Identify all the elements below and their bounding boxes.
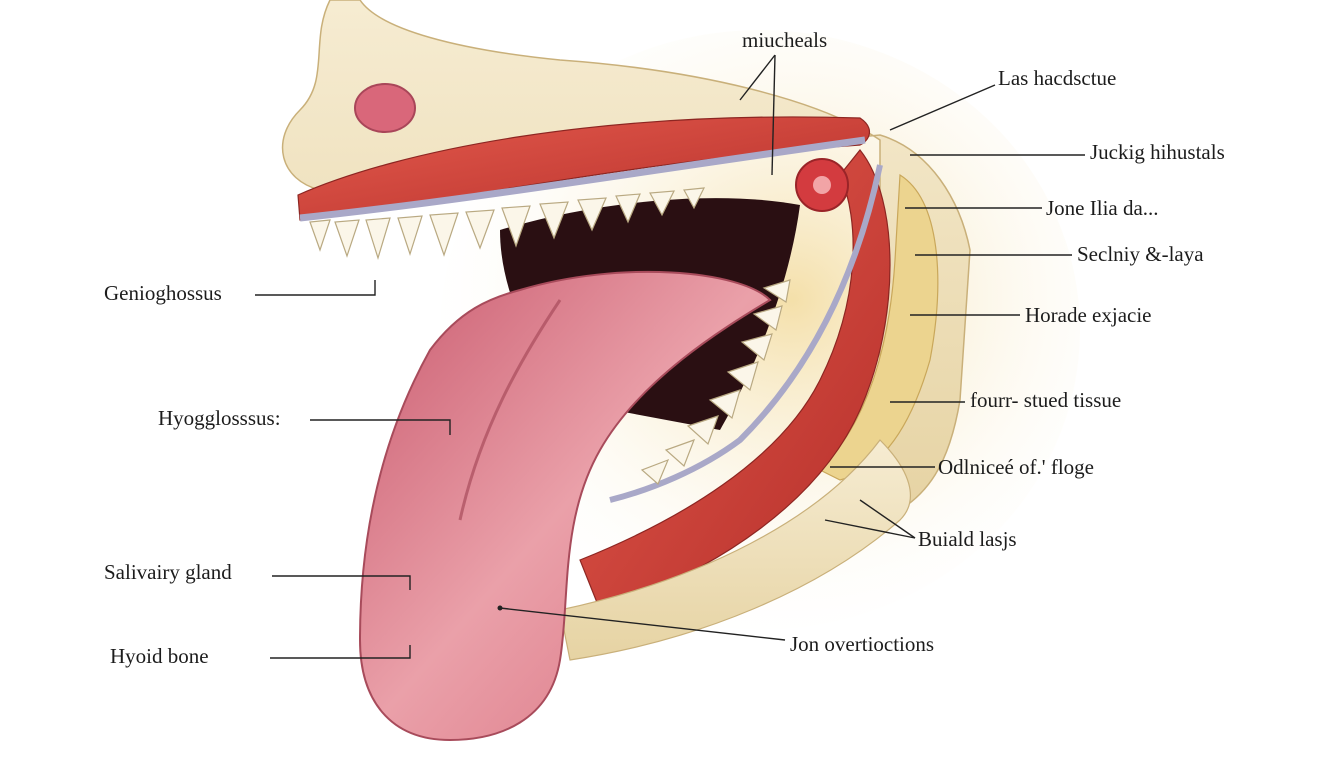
label-left-4: Hyoid bone: [110, 644, 209, 668]
tongue-groove: [458, 299, 562, 521]
upper-teeth: [309, 187, 706, 261]
label-right-9: Jon overtioctions: [790, 632, 935, 656]
label-left-3: Salivairy gland: [104, 560, 232, 584]
eye-socket: [354, 83, 416, 133]
tongue: [358, 270, 772, 742]
lower-jaw-bone: [559, 439, 911, 661]
leader-lines: [255, 54, 1085, 659]
label-right-2: Juckig hihustals: [1090, 140, 1225, 164]
label-left-1: Genioghossus: [104, 281, 222, 305]
label-top-center: miucheals: [742, 28, 828, 52]
label-right-3: Jone Ilia da...: [1046, 196, 1159, 220]
label-right-4: Seclniy &-laya: [1077, 242, 1204, 266]
label-right-7: Odlniceé of.' floge: [938, 455, 1094, 479]
label-left-2: Hyogglosssus:: [158, 406, 281, 430]
label-right-8: Buiald lasjs: [918, 527, 1017, 551]
pointer-dot: [497, 605, 503, 611]
round-gland-center: [813, 176, 831, 194]
right-membrane: [609, 164, 883, 503]
lower-teeth: [640, 279, 791, 486]
label-right-6: fourr- stued tissue: [970, 388, 1122, 412]
label-right-1: Las hacdsctue: [998, 66, 1117, 90]
label-right-5: Horade exjacie: [1025, 303, 1152, 327]
upper-membrane: [299, 136, 866, 222]
